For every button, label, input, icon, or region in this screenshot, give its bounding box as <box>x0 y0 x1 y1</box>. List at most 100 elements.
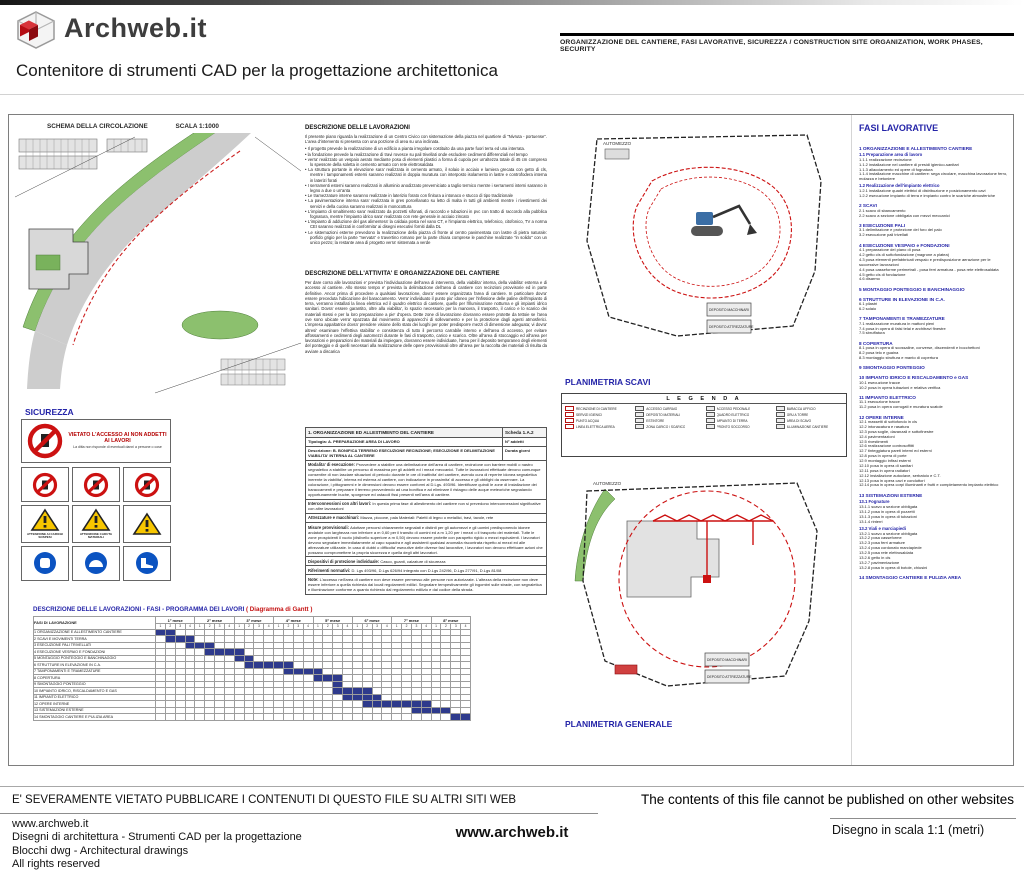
fase-sub-item: 12.7 tinteggiatura pareti interni ed est… <box>859 448 932 454</box>
attivita-title: DESCRIZIONE DELL'ATTIVITA' E ORGANIZZAZI… <box>305 271 500 277</box>
scheda-cell: 1. ORGANIZZAZIONE ED ALLESTIMENTO DEL CA… <box>305 427 503 438</box>
gantt-cell <box>420 713 432 721</box>
gantt-cell <box>273 713 284 721</box>
guanti-sign <box>21 545 69 581</box>
divieto-transito-sign <box>72 467 120 502</box>
gantt-cell <box>155 713 166 721</box>
gantt-cell <box>450 713 462 721</box>
gantt-cell <box>430 713 442 721</box>
scheda-cell: Dispositivi di protezione individuale: C… <box>305 556 547 567</box>
scheda-row: Note: L'accesso nell'area di cantiere no… <box>305 574 547 595</box>
gantt-row: 14 SMONTAGGIO CANTIERE E PULIZIA AREA <box>33 713 471 721</box>
safety-signs-grid: ATTENZIONE AI CARICHI SOSPESI ATTENZIONE … <box>21 467 171 581</box>
gantt-row: 3 ESECUZIONE PALI TRIVELLATI <box>33 641 471 649</box>
scheda-row: Misure provvisionali: Adottare percorsi … <box>305 522 547 558</box>
scheda-panel: 1. ORGANIZZAZIONE ED ALLESTIMENTO DEL CA… <box>305 427 547 595</box>
gantt-cell <box>253 713 265 721</box>
gantt-cell <box>361 713 373 721</box>
archweb-brand[interactable]: Archweb.it <box>64 13 208 43</box>
fase-sub-item: 11.2 posa in opera corrugati e muratura … <box>859 404 943 410</box>
mandatory-icon <box>136 552 158 575</box>
lavorazioni-bullet: • Le sistemazioni esterne prevedono la r… <box>305 229 547 246</box>
divieto-sosta-sign <box>123 467 171 502</box>
prohibition-icon <box>134 472 160 497</box>
gantt-cell <box>194 713 206 721</box>
deposito-attrezzature-label: DEPOSITO ATTREZZATURE <box>709 325 754 329</box>
carichi-sospesi-sign: ATTENZIONE AI CARICHI SOSPESI <box>21 505 69 543</box>
legend-label: PRONTO SOCCORSO <box>716 424 750 429</box>
gantt-cell <box>282 713 294 721</box>
fasi-lavorative-title: FASI LAVORATIVE <box>859 123 939 133</box>
gantt-cell <box>460 700 471 708</box>
fase-sub-item: 13.1.3 posa in opera di tubazioni <box>859 513 917 519</box>
gantt-row: 12 OPERE INTERNE <box>33 700 471 708</box>
archweb-logo-icon[interactable] <box>14 10 58 50</box>
gantt-month-header: 8° mese <box>430 616 472 624</box>
gantt-cell <box>460 654 471 662</box>
gantt-row-label: 6 STRUTTURE IN ELEVAZIONE IN C.A. <box>33 661 156 669</box>
fase-sub-item: 12.14 posa in opera corpi illuminanti e … <box>859 482 999 488</box>
lavorazioni-bullet: • Le tramezzature interne saranno realiz… <box>305 193 513 199</box>
fase-sub-item: 4.3 posa elementi prefabbricati vespaio … <box>859 256 991 267</box>
legend-symbol <box>635 412 645 417</box>
gantt-row: 7 TAMPONAMENTI E TRAMEZZATURE <box>33 667 471 675</box>
legend-item: AREA DI SCAVO <box>775 418 843 423</box>
fase-heading: 13.2 Viali e marciapiedi <box>859 525 906 531</box>
cad-sheet: SCHEMA DELLA CIRCOLAZIONE SCALA 1:1000 S… <box>8 114 1014 766</box>
lavorazioni-intro: Il presente piano riguarda la realizzazi… <box>305 134 547 145</box>
attivita-paragraph: Per dare corso alle lavorazioni e' previ… <box>305 280 547 354</box>
scheda-cell: Note: L'accesso nell'area di cantiere no… <box>305 574 547 595</box>
gantt-cell <box>381 713 393 721</box>
fase-heading: 11 IMPIANTO ELETTRICO <box>859 394 916 400</box>
legend-item: IMPIANTO DI TERRA <box>705 418 773 423</box>
scheda-row: Interconnessioni con altri lavori: In qu… <box>305 498 547 514</box>
scheda-cell: Modalita' di esecuzione: Provvedere a st… <box>305 459 547 500</box>
gantt-cell <box>440 713 452 721</box>
gantt-corner: FASI DI LAVORAZIONE <box>33 616 156 630</box>
deposito-macchinari-label: DEPOSITO MACCHINARI <box>709 308 749 312</box>
circulation-plan-drawing <box>15 133 301 394</box>
footer-divider-top <box>0 786 1024 787</box>
legend-item: SERVIZI IGIENICI <box>565 412 632 417</box>
legend-symbol <box>635 418 645 423</box>
legend-label: PUNTO ACQUA <box>576 418 600 423</box>
prohibition-icon <box>32 472 58 497</box>
divieto-accesso-sign <box>21 467 69 502</box>
fase-sub-item: 8.1 posa in opera di scossaline, convers… <box>859 345 980 351</box>
fase-sub-item: 13.2.8 posa in opera di botole, chiusini <box>859 564 928 570</box>
fase-sub-item: 6.2 solaio <box>859 305 877 311</box>
gantt-row: 11 IMPIANTO ELETTRICO <box>33 693 471 701</box>
sign-caption: ATTENZIONE CADUTA MATERIALI <box>79 532 113 540</box>
legend-item: ILLUMINAZIONE CANTIERE <box>775 424 843 429</box>
warning-icon <box>81 508 111 531</box>
gantt-row-label: 5 MONTAGGIO PONTEGGIO E BANCHINAGGIO <box>33 654 156 662</box>
scheda-cell: Tipologia: A. PREPARAZIONE AREA DI LAVOR… <box>305 436 503 447</box>
planimetria-scavi-label: PLANIMETRIA SCAVI <box>565 377 651 387</box>
fase-sub-item: 4.5 getto cls di fondazione <box>859 271 906 277</box>
general-plan-drawing: DEPOSITO MACCHINARI DEPOSITO ATTREZZATUR… <box>574 481 818 687</box>
gantt-row-label: 10 IMPIANTO IDRICO, RISCALDAMENTO E GAS <box>33 687 156 695</box>
legend-item: PRONTO SOCCORSO <box>705 424 773 429</box>
lavorazioni-bullet: • L'impianto di adduzione del gas alimen… <box>305 219 547 230</box>
fasi-lavorative-list: 1 ORGANIZZAZIONE E ALLESTIMENTO CANTIERE… <box>859 141 1011 761</box>
gantt-row-label: 11 IMPIANTO ELETTRICO <box>33 693 156 701</box>
fase-sub-item: 1.1.1 realizzazione recinzione <box>859 156 912 162</box>
caduta-materiali-sign: ATTENZIONE CADUTA MATERIALI <box>72 505 120 543</box>
gantt-month-header: 3° mese <box>233 616 275 624</box>
gantt-row: 4 ESECUZIONE VESPAIO E FONDAZIONI <box>33 648 471 656</box>
scheda-row: Descrizione: B. BONIFICA TERRENO ESECUZI… <box>305 445 547 461</box>
legend-symbol <box>705 406 715 411</box>
gantt-month-header: 7° mese <box>391 616 432 624</box>
legend-item: ACCESSO CARRAIO <box>635 406 702 411</box>
footer-site-link[interactable]: www.archweb.it <box>12 818 89 830</box>
fase-heading: 14 SMONTAGGIO CANTIERE E PULIZIA AREA <box>859 575 962 581</box>
fase-heading: 12 OPERE INTERNE <box>859 414 904 420</box>
fase-heading: 2 SCAVI <box>859 203 877 209</box>
legend-label: ESTINTORE <box>646 418 665 423</box>
footer-center-site-link[interactable]: www.archweb.it <box>455 824 569 841</box>
main-sign-subtext: La ditta non risponde di eventuali danni… <box>73 445 162 450</box>
legend-symbol <box>565 418 574 423</box>
warning-icon <box>132 512 162 535</box>
legend-label: ACCESSO PEDONALE <box>716 406 751 411</box>
